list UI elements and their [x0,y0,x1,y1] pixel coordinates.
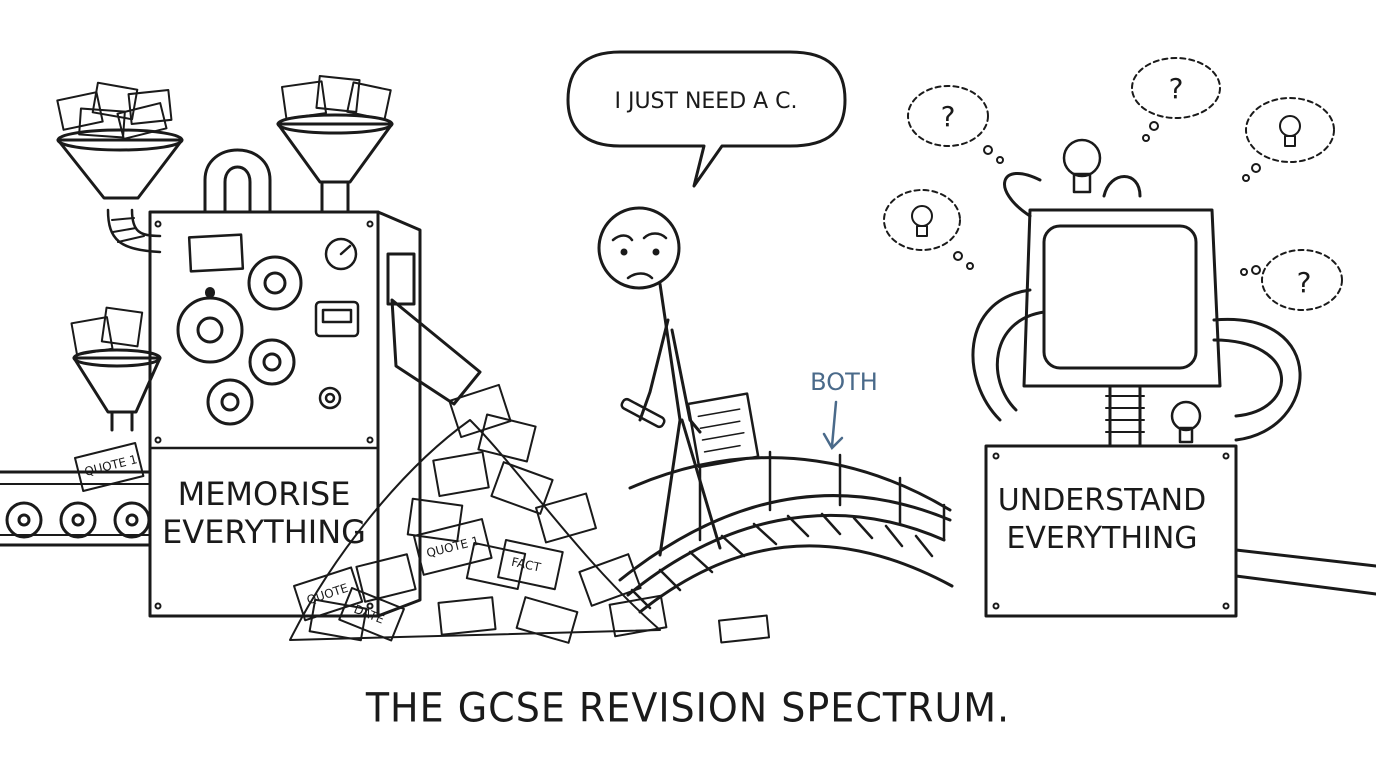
pile-sheets [308,383,771,644]
svg-text:DATE: DATE [352,602,386,627]
pile-note-fact: FACT [497,539,564,591]
memorise-label-line2: EVERYTHING [162,513,366,551]
understand-machine: UNDERSTAND EVERYTHING [971,138,1376,618]
question-mark-3: ? [1297,266,1312,299]
arched-hose [203,148,272,214]
memorise-label-line1: MEMORISE [178,475,351,513]
svg-text:QUOTE 1: QUOTE 1 [83,452,139,479]
lower-left-funnel [70,306,162,432]
question-mark-2: ? [1169,72,1184,105]
speech-text: I JUST NEED A C. [614,89,797,114]
svg-text:FACT: FACT [510,555,542,575]
light-bulb-icons [1062,138,1202,444]
understand-label-line2: EVERYTHING [1006,521,1197,556]
svg-text:QUOTE: QUOTE [305,581,350,607]
conveyor-belt: QUOTE 1 [0,442,152,547]
thought-bulb-icons [911,115,1301,237]
thought-bubbles: ? ? ? [883,57,1343,311]
understand-label-line1: UNDERSTAND [998,483,1206,518]
pile-note-quote-1: QUOTE 1 [413,518,493,576]
memorise-machine: QUOTE 1 [0,74,482,618]
gear-icons [176,255,303,426]
top-left-funnel [56,81,184,254]
both-label: BOTH [810,368,878,396]
pile-note-date: DATE [338,587,405,642]
caption: THE GCSE REVISION SPECTRUM. [365,684,1011,732]
stick-figure [597,206,760,557]
top-middle-funnel [276,74,394,214]
question-mark-1: ? [941,100,956,133]
bridge: BOTH [618,368,954,614]
speech-bubble: I JUST NEED A C. [566,50,847,188]
